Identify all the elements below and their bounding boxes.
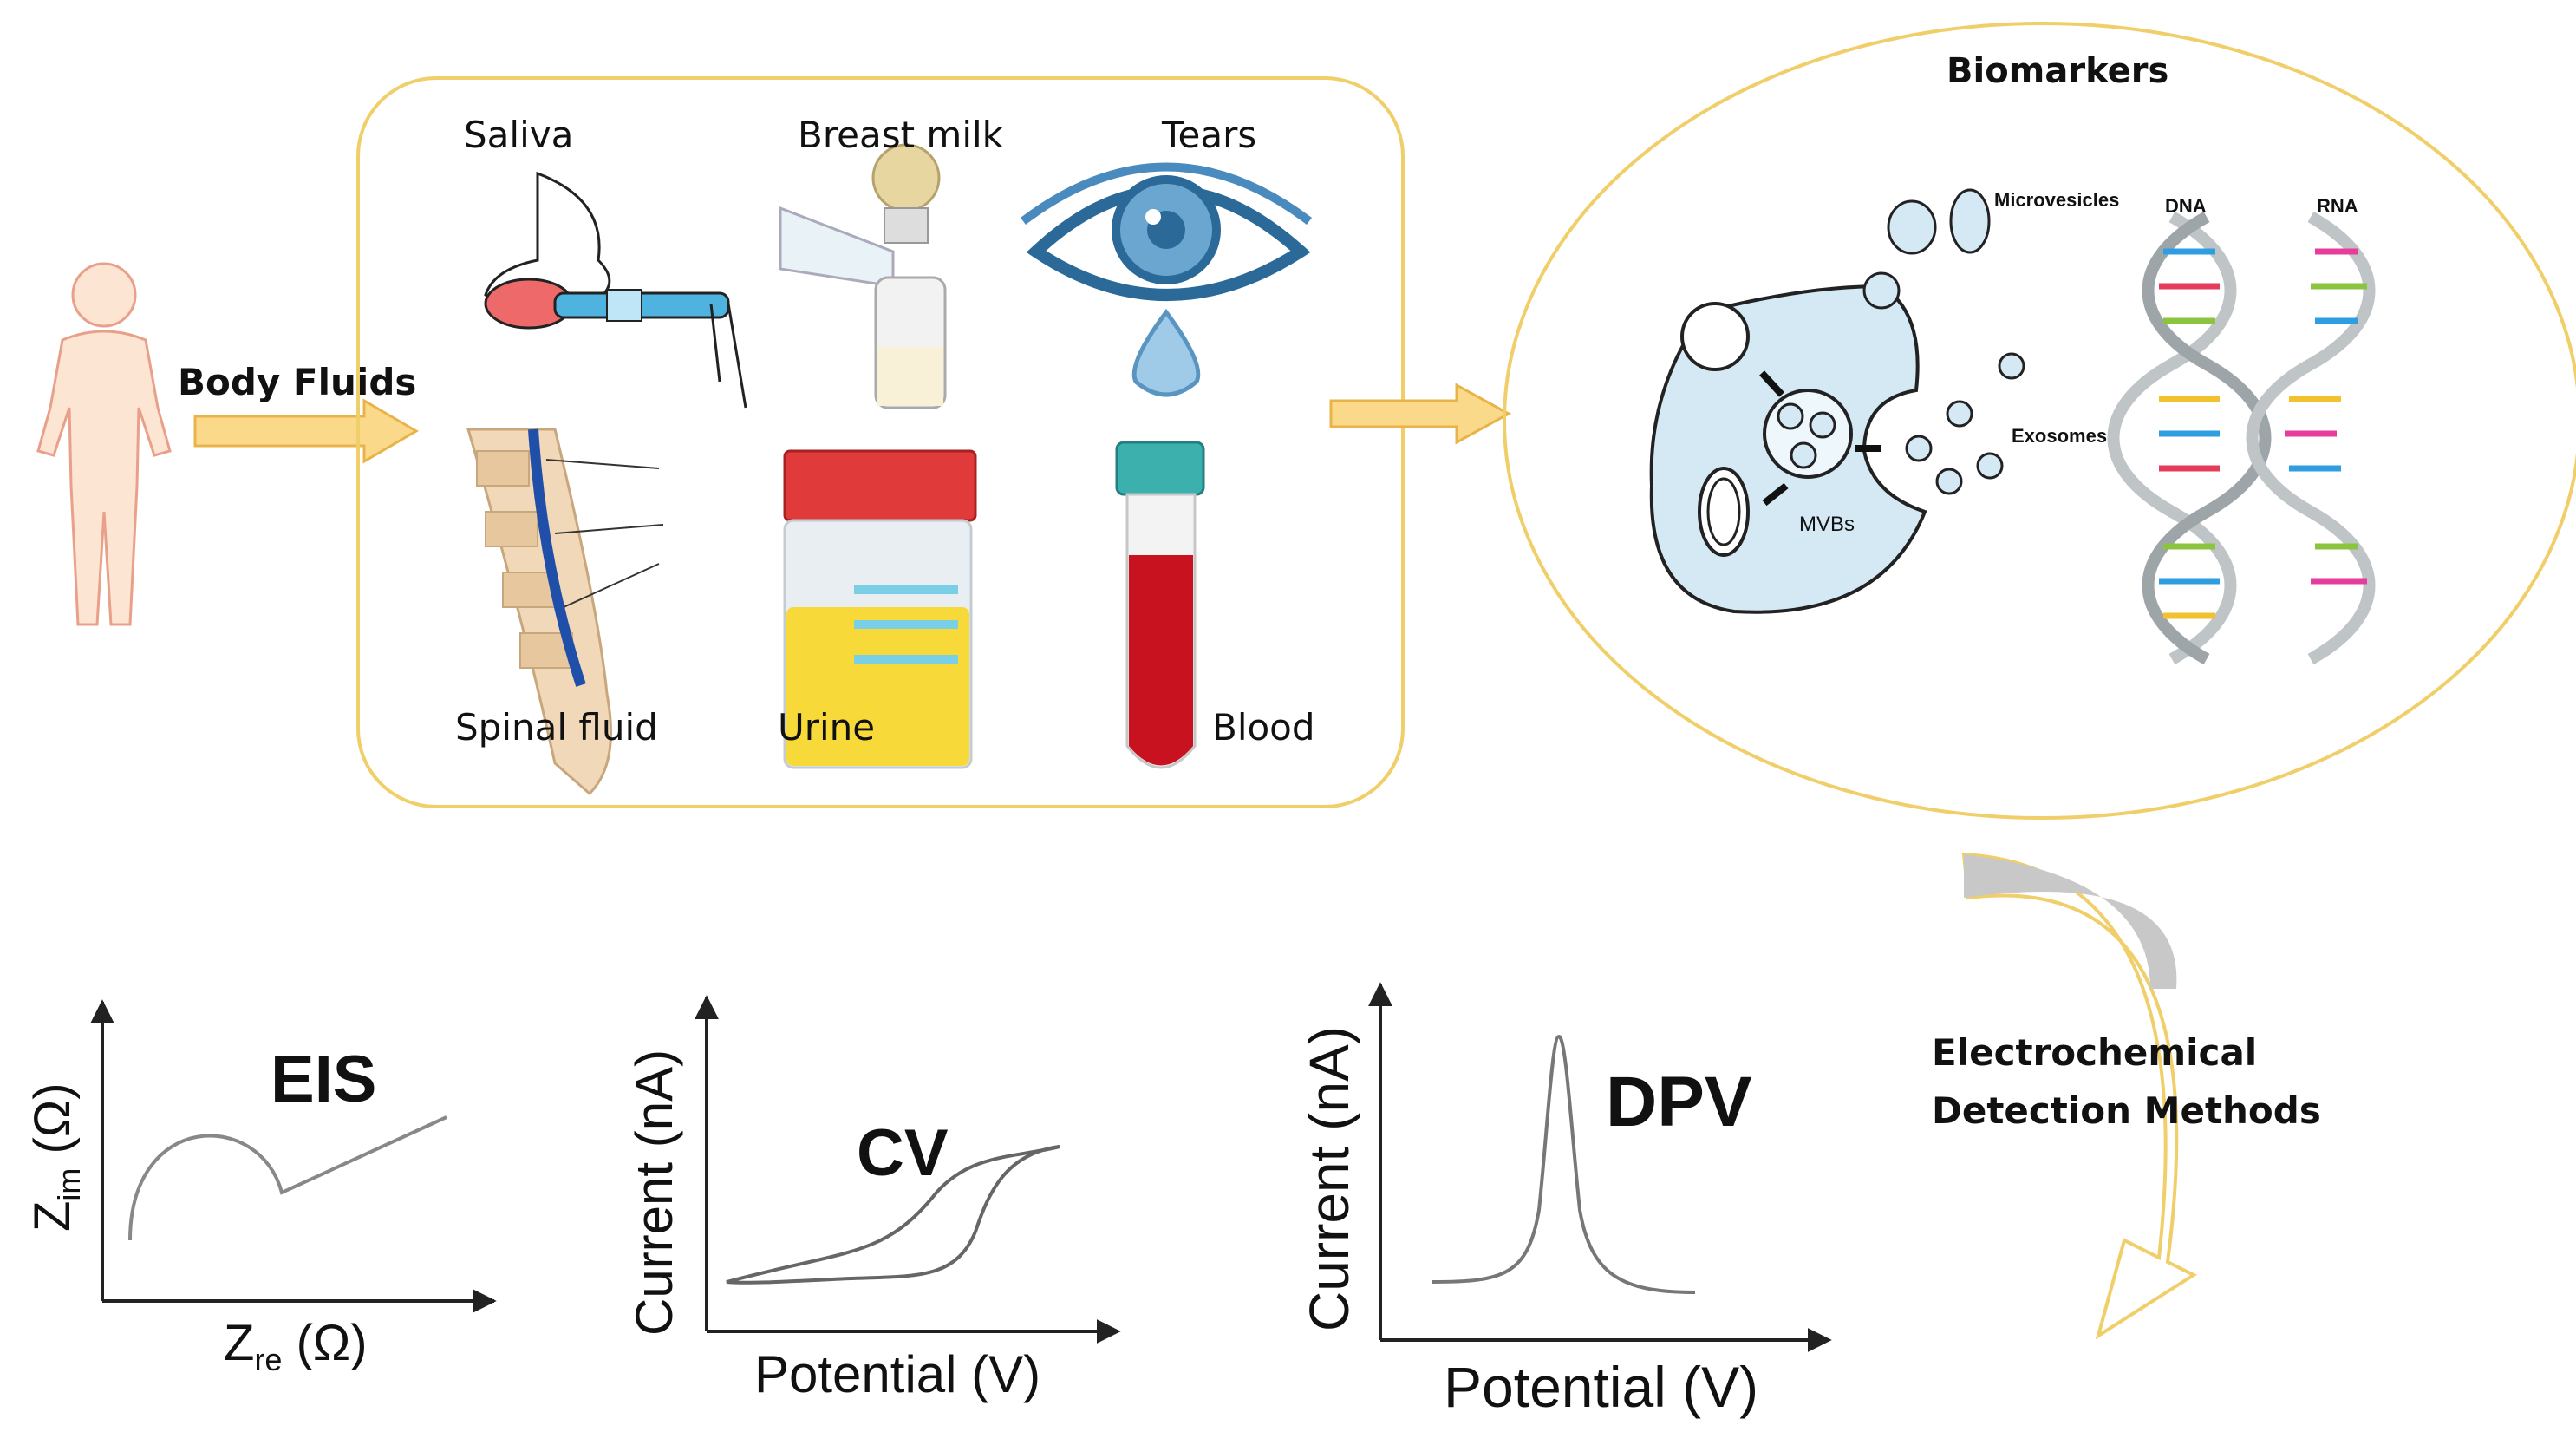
rna-label: RNA	[2317, 195, 2358, 217]
dna-helix-icon	[2107, 211, 2272, 665]
eis-y-label-unit: (Ω)	[24, 1082, 81, 1167]
cv-curve	[726, 1145, 1060, 1285]
eis-y-label: Zim (Ω)	[24, 1082, 87, 1232]
breast-pump-icon	[779, 143, 947, 409]
fluid-label-saliva: Saliva	[464, 114, 573, 156]
biomarkers-title: Biomarkers	[1947, 51, 2168, 91]
fluid-label-breast-milk: Breast milk	[798, 114, 1004, 156]
rna-strand-icon	[2246, 211, 2376, 665]
dpv-curve	[1431, 1034, 1696, 1294]
fluid-label-tears: Tears	[1161, 114, 1256, 156]
dna-label: DNA	[2165, 195, 2207, 217]
eis-title: EIS	[271, 1043, 377, 1116]
curved-arrow-gray-band	[1964, 854, 2177, 989]
human-figure-icon	[36, 262, 172, 626]
cv-title: CV	[857, 1116, 949, 1190]
cell-icon	[1649, 271, 1927, 614]
eis-y-label-sub: im	[51, 1168, 87, 1201]
fluid-label-blood: Blood	[1212, 706, 1315, 749]
exosomes-icon	[1905, 352, 2025, 495]
mvbs-label: MVBs	[1799, 513, 1855, 536]
cv-y-label: Current (nA)	[625, 1049, 683, 1336]
blood-tube-icon	[1115, 441, 1205, 769]
fluid-label-urine: Urine	[778, 706, 875, 749]
dpv-x-label: Potential (V)	[1444, 1355, 1758, 1419]
cv-plot: CV Potential (V) Current (nA)	[625, 995, 1121, 1403]
methods-title-line2: Detection Methods	[1932, 1089, 2321, 1132]
microvesicles-label: Microvesicles	[1994, 189, 2119, 211]
body-fluids-arrow	[193, 398, 419, 464]
fluids-panel	[356, 76, 1405, 808]
dpv-plot: DPV Potential (V) Current (nA)	[1298, 982, 1832, 1419]
eis-y-label-main: Z	[24, 1201, 81, 1232]
biomarkers-ellipse	[1503, 22, 2576, 820]
dpv-y-label: Current (nA)	[1298, 1026, 1360, 1331]
dpv-title: DPV	[1606, 1062, 1752, 1141]
eis-x-label-main: Z	[224, 1315, 254, 1371]
eye-tear-icon	[1020, 162, 1313, 397]
methods-title-line1: Electrochemical	[1932, 1031, 2257, 1074]
eis-plot: EIS Zre (Ω) Zim (Ω)	[24, 999, 497, 1377]
spine-needle-icon	[466, 428, 664, 796]
curved-arrow-to-methods	[1961, 852, 2198, 1340]
eis-curve	[128, 1115, 447, 1241]
eis-x-label-sub: re	[254, 1342, 282, 1377]
body-fluids-label: Body Fluids	[178, 361, 416, 403]
saliva-swab-icon	[484, 171, 747, 409]
eis-x-label-unit: (Ω)	[282, 1315, 367, 1371]
exosomes-label: Exosomes	[2012, 425, 2107, 447]
cv-x-label: Potential (V)	[754, 1345, 1040, 1403]
fluid-label-spinal-fluid: Spinal fluid	[455, 706, 658, 749]
eis-x-label: Zre (Ω)	[224, 1315, 368, 1377]
microvesicles-icon	[1887, 188, 1991, 255]
urine-cup-icon	[783, 449, 977, 769]
panel-to-biomarkers-arrow	[1329, 382, 1512, 445]
